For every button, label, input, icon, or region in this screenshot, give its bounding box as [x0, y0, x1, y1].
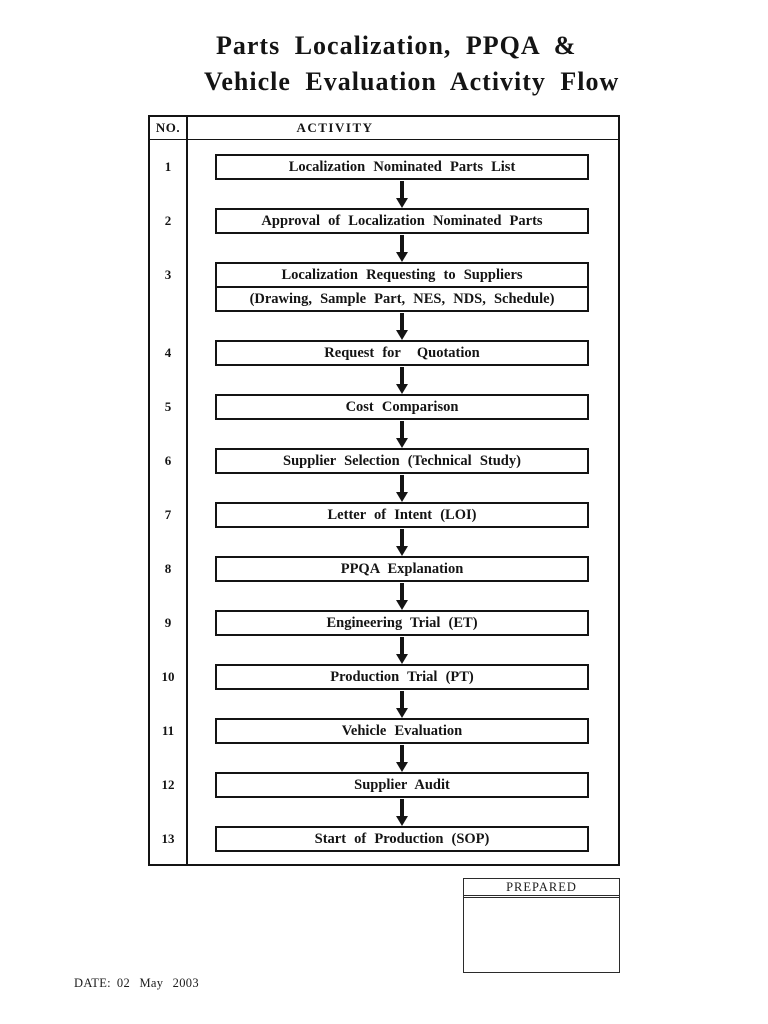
document-date: DATE: 02 May 2003 — [74, 976, 199, 991]
date-label: DATE: — [74, 976, 111, 990]
title-line-1: Parts Localization, PPQA & — [216, 31, 577, 60]
flow-step-row-12: 12 Supplier Audit — [150, 772, 618, 798]
connector-row — [150, 234, 618, 262]
flow-step-row-11: 11 Vehicle Evaluation — [150, 718, 618, 744]
connector-row — [150, 474, 618, 502]
connector-row — [150, 690, 618, 718]
down-arrow-icon — [395, 582, 409, 610]
activity-box: Vehicle Evaluation — [215, 718, 589, 744]
connector-row — [150, 366, 618, 394]
date-value: 02 May 2003 — [116, 976, 199, 990]
connector-row — [150, 528, 618, 556]
down-arrow-icon — [395, 180, 409, 208]
flow-step-row-6: 6 Supplier Selection (Technical Study) — [150, 448, 618, 474]
activity-box: Supplier Audit — [215, 772, 589, 798]
step-number: 8 — [164, 561, 172, 576]
connector-row — [150, 420, 618, 448]
activity-box: Localization Nominated Parts List — [215, 154, 589, 180]
column-header-no: NO. — [155, 120, 181, 135]
down-arrow-icon — [395, 366, 409, 394]
flow-body: 1 Localization Nominated Parts List 2 Ap… — [150, 140, 618, 864]
down-arrow-icon — [395, 420, 409, 448]
down-arrow-icon — [395, 312, 409, 340]
activity-box: Approval of Localization Nominated Parts — [215, 208, 589, 234]
step-number: 3 — [164, 267, 172, 282]
activity-box: Request for Quotation — [215, 340, 589, 366]
step-number: 10 — [161, 669, 175, 684]
activity-box: Localization Requesting to Suppliers (Dr… — [215, 262, 589, 312]
connector-row — [150, 180, 618, 208]
step-number: 2 — [164, 213, 172, 228]
activity-box: Supplier Selection (Technical Study) — [215, 448, 589, 474]
step-number: 6 — [164, 453, 172, 468]
flow-step-row-10: 10 Production Trial (PT) — [150, 664, 618, 690]
flow-step-row-7: 7 Letter of Intent (LOI) — [150, 502, 618, 528]
step-number: 13 — [161, 831, 175, 846]
page-title: Parts Localization, PPQA & Vehicle Evalu… — [204, 28, 764, 100]
step-number: 9 — [164, 615, 172, 630]
flow-step-row-5: 5 Cost Comparison — [150, 394, 618, 420]
down-arrow-icon — [395, 234, 409, 262]
activity-box: Engineering Trial (ET) — [215, 610, 589, 636]
flow-step-row-9: 9 Engineering Trial (ET) — [150, 610, 618, 636]
connector-row — [150, 744, 618, 772]
step-number: 7 — [164, 507, 172, 522]
activity-box: Production Trial (PT) — [215, 664, 589, 690]
activity-box: Cost Comparison — [215, 394, 589, 420]
page-edge-mask — [627, 20, 768, 106]
flow-step-row-8: 8 PPQA Explanation — [150, 556, 618, 582]
down-arrow-icon — [395, 528, 409, 556]
column-divider — [186, 117, 188, 864]
down-arrow-icon — [395, 636, 409, 664]
connector-row — [150, 582, 618, 610]
flow-step-row-13: 13 Start of Production (SOP) — [150, 826, 618, 852]
prepared-label: PREPARED — [464, 879, 619, 898]
prepared-signature-box: PREPARED — [463, 878, 620, 973]
step-number: 1 — [164, 159, 172, 174]
step-number: 11 — [161, 723, 175, 738]
activity-flow-table: NO. ACTIVITY 1 Localization Nominated Pa… — [148, 115, 620, 866]
activity-box-line-2: (Drawing, Sample Part, NES, NDS, Schedul… — [217, 286, 587, 310]
connector-row — [150, 312, 618, 340]
activity-box-line-1: Localization Requesting to Suppliers — [281, 266, 523, 283]
down-arrow-icon — [395, 744, 409, 772]
activity-box: PPQA Explanation — [215, 556, 589, 582]
flow-step-row-1: 1 Localization Nominated Parts List — [150, 154, 618, 180]
column-header-activity: ACTIVITY — [296, 120, 374, 135]
flow-step-row-3: 3 Localization Requesting to Suppliers (… — [150, 262, 618, 312]
activity-box: Start of Production (SOP) — [215, 826, 589, 852]
down-arrow-icon — [395, 798, 409, 826]
activity-box: Letter of Intent (LOI) — [215, 502, 589, 528]
table-header-row: NO. ACTIVITY — [150, 117, 618, 140]
step-number: 4 — [164, 345, 172, 360]
flow-step-row-4: 4 Request for Quotation — [150, 340, 618, 366]
step-number: 5 — [164, 399, 172, 414]
step-number: 12 — [161, 777, 175, 792]
down-arrow-icon — [395, 474, 409, 502]
connector-row — [150, 798, 618, 826]
flow-step-row-2: 2 Approval of Localization Nominated Par… — [150, 208, 618, 234]
connector-row — [150, 636, 618, 664]
title-line-2: Vehicle Evaluation Activity Flow — [204, 67, 620, 96]
down-arrow-icon — [395, 690, 409, 718]
